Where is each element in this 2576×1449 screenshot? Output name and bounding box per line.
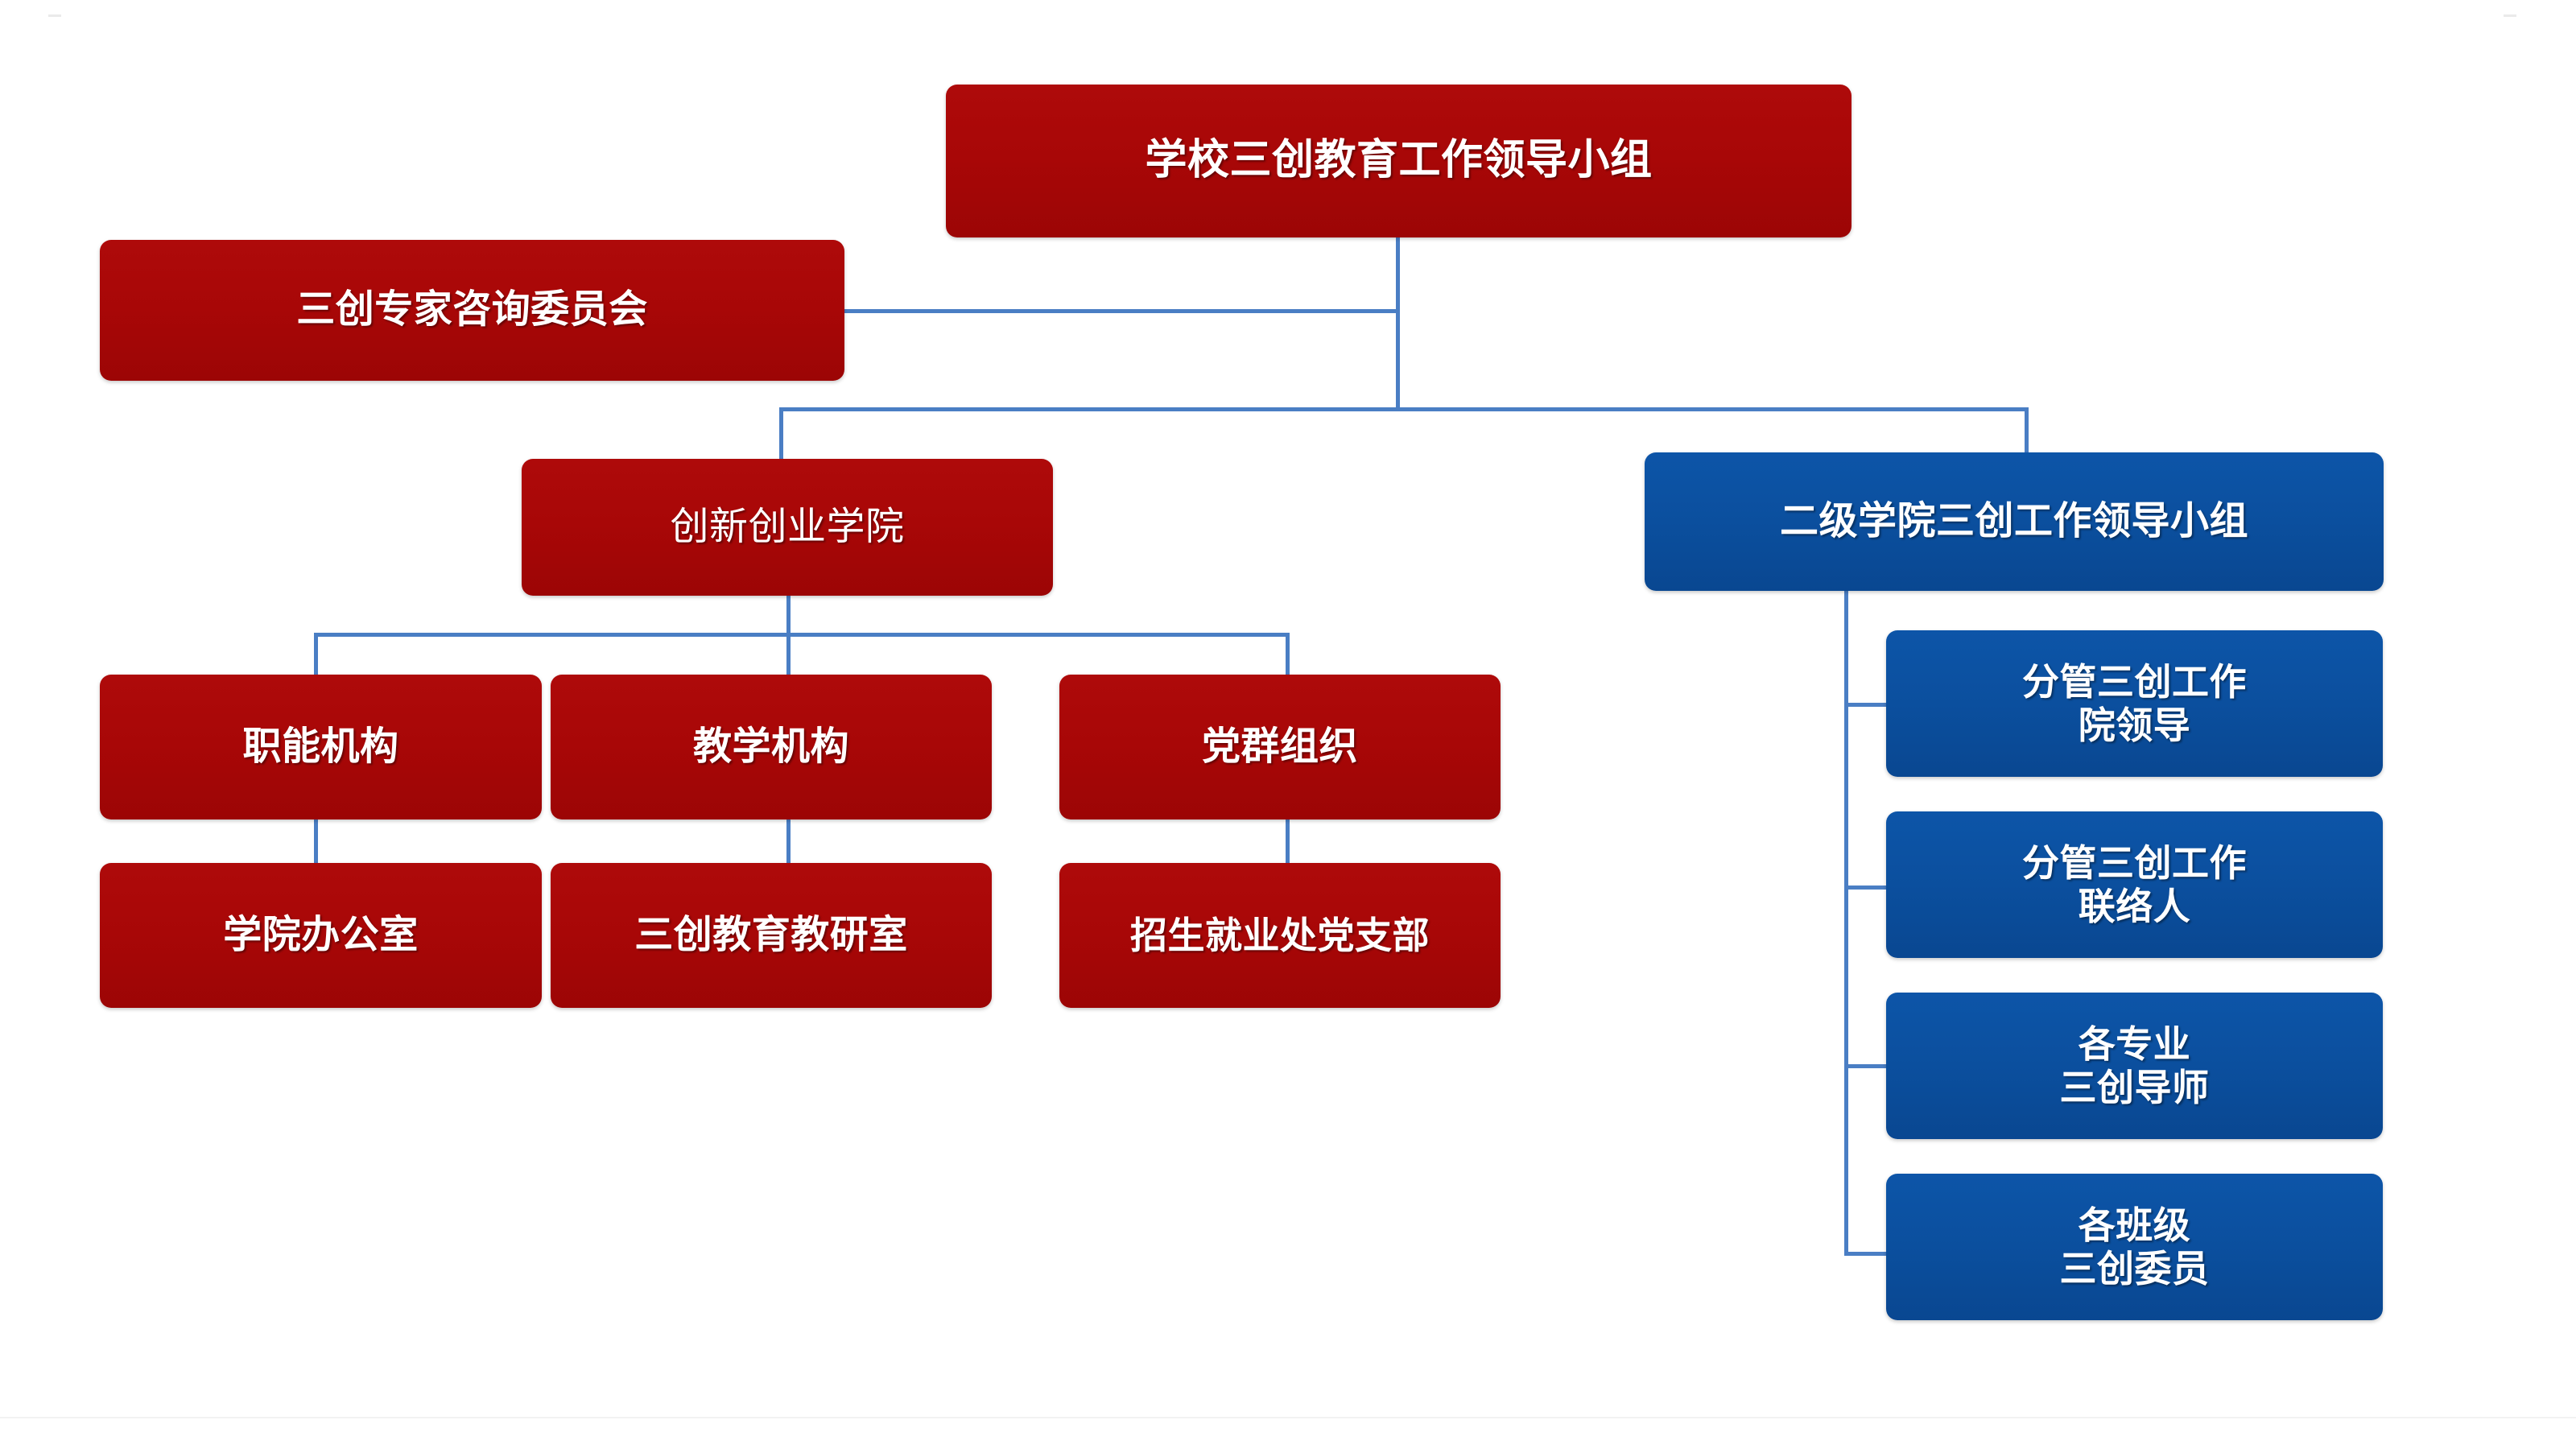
connector-stub-liaison — [1844, 886, 1889, 890]
node-party-branch-label: 招生就业处党支部 — [1130, 914, 1430, 956]
node-functional-dept[interactable]: 职能机构 — [100, 675, 542, 819]
connector-college-drop-functional — [314, 633, 318, 676]
node-party-org-label: 党群组织 — [1201, 724, 1358, 768]
page-edge-artifact-right — [2504, 14, 2516, 17]
connector-level2-right-drop — [2025, 407, 2029, 460]
node-root[interactable]: 学校三创教育工作领导小组 — [946, 85, 1852, 237]
connector-college-drop-teaching — [786, 633, 791, 676]
node-secondary-college-group-label: 二级学院三创工作领导小组 — [1779, 499, 2248, 543]
node-supervising-liaison-line1: 分管三创工作 — [2022, 841, 2247, 884]
connector-college-bar — [314, 633, 1290, 637]
node-supervising-leader-line1: 分管三创工作 — [2022, 660, 2247, 703]
connector-college-stem — [786, 594, 791, 636]
node-teaching-dept-label: 教学机构 — [692, 724, 849, 768]
node-college-office[interactable]: 学院办公室 — [100, 863, 542, 1008]
connector-level2-left-drop — [779, 407, 783, 460]
connector-level2-bar — [779, 407, 2029, 411]
node-secondary-college-group[interactable]: 二级学院三创工作领导小组 — [1645, 452, 2384, 591]
node-major-mentor-line2: 三创导师 — [2059, 1067, 2210, 1108]
node-root-label: 学校三创教育工作领导小组 — [1145, 137, 1653, 184]
node-teaching-research-room-label: 三创教育教研室 — [634, 913, 908, 956]
connector-teaching-to-research — [786, 818, 791, 863]
node-party-org[interactable]: 党群组织 — [1059, 675, 1501, 819]
node-class-committee-line1: 各班级 — [2078, 1203, 2191, 1246]
connector-functional-to-office — [314, 818, 318, 863]
connector-party-to-branch — [1286, 818, 1290, 863]
page-edge-artifact-bottom — [0, 1417, 2576, 1418]
node-innovation-college-label: 创新创业学院 — [670, 505, 905, 548]
node-teaching-research-room[interactable]: 三创教育教研室 — [551, 863, 992, 1008]
connector-root-trunk — [1396, 232, 1400, 411]
node-supervising-leader-line2: 院领导 — [2078, 704, 2191, 746]
page-edge-artifact-left — [48, 14, 61, 17]
node-innovation-college[interactable]: 创新创业学院 — [522, 459, 1053, 596]
connector-college-drop-party — [1286, 633, 1290, 676]
connector-stub-mentor — [1844, 1064, 1889, 1068]
node-advisory-committee[interactable]: 三创专家咨询委员会 — [100, 240, 844, 381]
node-advisory-committee-label: 三创专家咨询委员会 — [296, 288, 648, 332]
node-class-committee[interactable]: 各班级 三创委员 — [1886, 1174, 2383, 1320]
connector-secondary-spine — [1844, 589, 1848, 1256]
connector-stub-committee — [1844, 1252, 1889, 1256]
node-supervising-liaison[interactable]: 分管三创工作 联络人 — [1886, 811, 2383, 958]
connector-root-to-advisory — [842, 309, 1399, 313]
node-teaching-dept[interactable]: 教学机构 — [551, 675, 992, 819]
node-supervising-liaison-line2: 联络人 — [2078, 886, 2191, 927]
node-class-committee-line2: 三创委员 — [2059, 1248, 2210, 1290]
node-party-branch[interactable]: 招生就业处党支部 — [1059, 863, 1501, 1008]
node-functional-dept-label: 职能机构 — [242, 724, 399, 768]
node-major-mentor[interactable]: 各专业 三创导师 — [1886, 993, 2383, 1139]
node-college-office-label: 学院办公室 — [223, 913, 419, 956]
node-supervising-leader[interactable]: 分管三创工作 院领导 — [1886, 630, 2383, 777]
node-major-mentor-line1: 各专业 — [2078, 1022, 2191, 1065]
connector-stub-leader — [1844, 703, 1889, 707]
